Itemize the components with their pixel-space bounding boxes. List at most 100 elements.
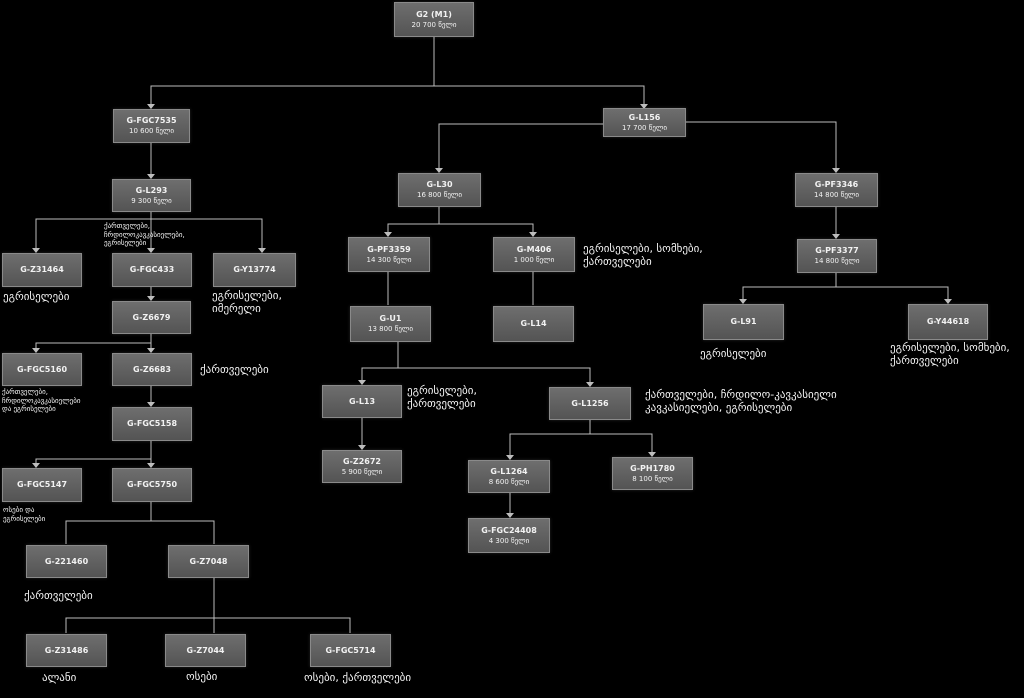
node-j1: G-Z2672 5 900 წელი: [322, 450, 402, 483]
node-b1: G-FGC7535 10 600 წელი: [113, 109, 190, 143]
node-id: G-Z2672: [343, 456, 381, 466]
node-id: G-Z31486: [44, 645, 89, 655]
connector-c1-d3: [151, 218, 263, 252]
node-id: G-U1: [379, 314, 402, 323]
node-age: 20 700 წელი: [411, 20, 457, 29]
arrow-f2: [147, 348, 155, 353]
connector-l2-m3: [214, 617, 351, 633]
connector-c2-d5: [439, 223, 534, 236]
node-age: 5 900 წელი: [341, 467, 383, 476]
label-c1-populations: ქართველები, ჩრდილოკავკასიელები, ეგრისელე…: [104, 222, 185, 247]
arrow-d1: [32, 248, 40, 253]
node-id: G-FGC5160: [16, 364, 68, 374]
arrow-d5: [529, 232, 537, 237]
node-id: G2 (M1): [416, 9, 452, 19]
node-id: G-L293: [135, 185, 168, 195]
arrow-c3: [832, 168, 840, 173]
arrow-d4: [384, 232, 392, 237]
node-j2: G-L1264 8 600 წელი: [468, 460, 550, 493]
node-id: G-FGC24408: [481, 525, 537, 535]
node-c2: G-L30 16 800 წელი: [398, 173, 481, 207]
connector-h2-l2: [151, 520, 215, 544]
node-c3: G-PF3346 14 800 წელი: [795, 173, 878, 207]
node-age: 4 300 წელი: [488, 536, 530, 545]
node-id: G-FGC5714: [325, 645, 376, 655]
arrow-c1: [147, 174, 155, 179]
node-j3: G-PH1780 8 100 წელი: [612, 457, 693, 490]
arrow-i1: [358, 380, 366, 385]
connector-root-b2: [434, 85, 645, 108]
label-f2-populations: ქართველები: [200, 363, 269, 376]
node-id: G-M406: [516, 244, 552, 254]
node-l1: G-221460: [26, 545, 107, 578]
node-g1: G-FGC5158: [112, 407, 192, 441]
node-l2: G-Z7048: [168, 545, 249, 578]
label-l1-populations: ქართველები: [24, 589, 93, 602]
connector-e1-f1: [35, 334, 152, 352]
label-d3-populations: ეგრისელები, იმერელი: [212, 289, 282, 315]
node-id: G-PF3377: [815, 246, 859, 255]
arrow-j2: [506, 455, 514, 460]
label-m1-populations: ალანი: [42, 671, 77, 684]
node-id: G-L13: [348, 396, 376, 406]
node-id: G-L14: [520, 319, 547, 328]
node-age: 8 100 წელი: [632, 474, 673, 483]
arrow-j1: [358, 445, 366, 450]
node-age: 9 300 წელი: [131, 196, 172, 205]
label-d1-populations: ეგრისელები: [3, 290, 70, 303]
node-id: G-PH1780: [630, 463, 675, 473]
arrow-k1: [506, 513, 514, 518]
node-age: 16 800 წელი: [417, 191, 462, 199]
node-id: G-Z6679: [132, 312, 171, 322]
connector-d6-e5: [836, 286, 949, 303]
node-i2: G-L1256: [549, 387, 631, 420]
connector-e2-i1: [361, 342, 399, 384]
node-age: 14 800 წელი: [814, 191, 859, 199]
node-e4: G-L91: [703, 304, 784, 340]
node-id: G-L1264: [490, 466, 528, 476]
arrow-e1: [147, 296, 155, 301]
node-c1: G-L293 9 300 წელი: [112, 179, 191, 212]
node-e3: G-L14: [493, 306, 574, 342]
node-h2: G-FGC5750: [112, 468, 192, 502]
node-id: G-L91: [730, 317, 757, 326]
label-e5-populations: ეგრისელები, სომხები, ქართველები: [890, 341, 1010, 367]
node-h1: G-FGC5147: [2, 468, 82, 502]
node-id: G-L30: [426, 180, 453, 189]
node-i1: G-L13: [322, 385, 402, 418]
node-d6: G-PF3377 14 800 წელი: [797, 239, 877, 273]
connector-h2-l1: [65, 502, 152, 544]
node-f2: G-Z6683: [112, 353, 192, 386]
node-m1: G-Z31486: [26, 634, 107, 667]
arrow-h2: [147, 463, 155, 468]
connector-c2-d4: [387, 206, 440, 236]
label-m3-populations: ოსები, ქართველები: [304, 671, 412, 684]
arrow-d2: [147, 248, 155, 253]
arrow-e5: [944, 299, 952, 304]
arrow-b2: [640, 104, 648, 109]
connector-i2-j3: [590, 433, 653, 456]
connector-e2-i2: [398, 367, 591, 386]
node-root: G2 (M1) 20 700 წელი: [394, 2, 474, 37]
node-age: 14 800 წელი: [814, 257, 860, 265]
arrow-d6: [832, 234, 840, 239]
connector-g1-h1: [35, 441, 152, 467]
node-age: 10 600 წელი: [129, 127, 174, 135]
arrow-e4: [739, 299, 747, 304]
arrow-g1: [147, 402, 155, 407]
node-id: G-Y13774: [233, 265, 276, 274]
node-id: G-Z7044: [186, 645, 225, 655]
label-d5-populations: ეგრისელები, სომხები, ქართველები: [583, 242, 703, 268]
node-age: 13 800 წელი: [368, 325, 413, 333]
arrow-i2: [586, 382, 594, 387]
connector-i2-j2: [509, 420, 591, 459]
node-d2: G-FGC433: [112, 253, 192, 287]
connector-b2-c3: [686, 121, 837, 172]
node-d3: G-Y13774: [213, 253, 296, 287]
arrow-f1: [32, 348, 40, 353]
connector-d6-e4: [742, 273, 837, 303]
label-i2-populations: ქართველები, ჩრდილო-კავკასიელი კავკასიელე…: [645, 388, 837, 414]
connector-c1-d1: [35, 211, 152, 252]
